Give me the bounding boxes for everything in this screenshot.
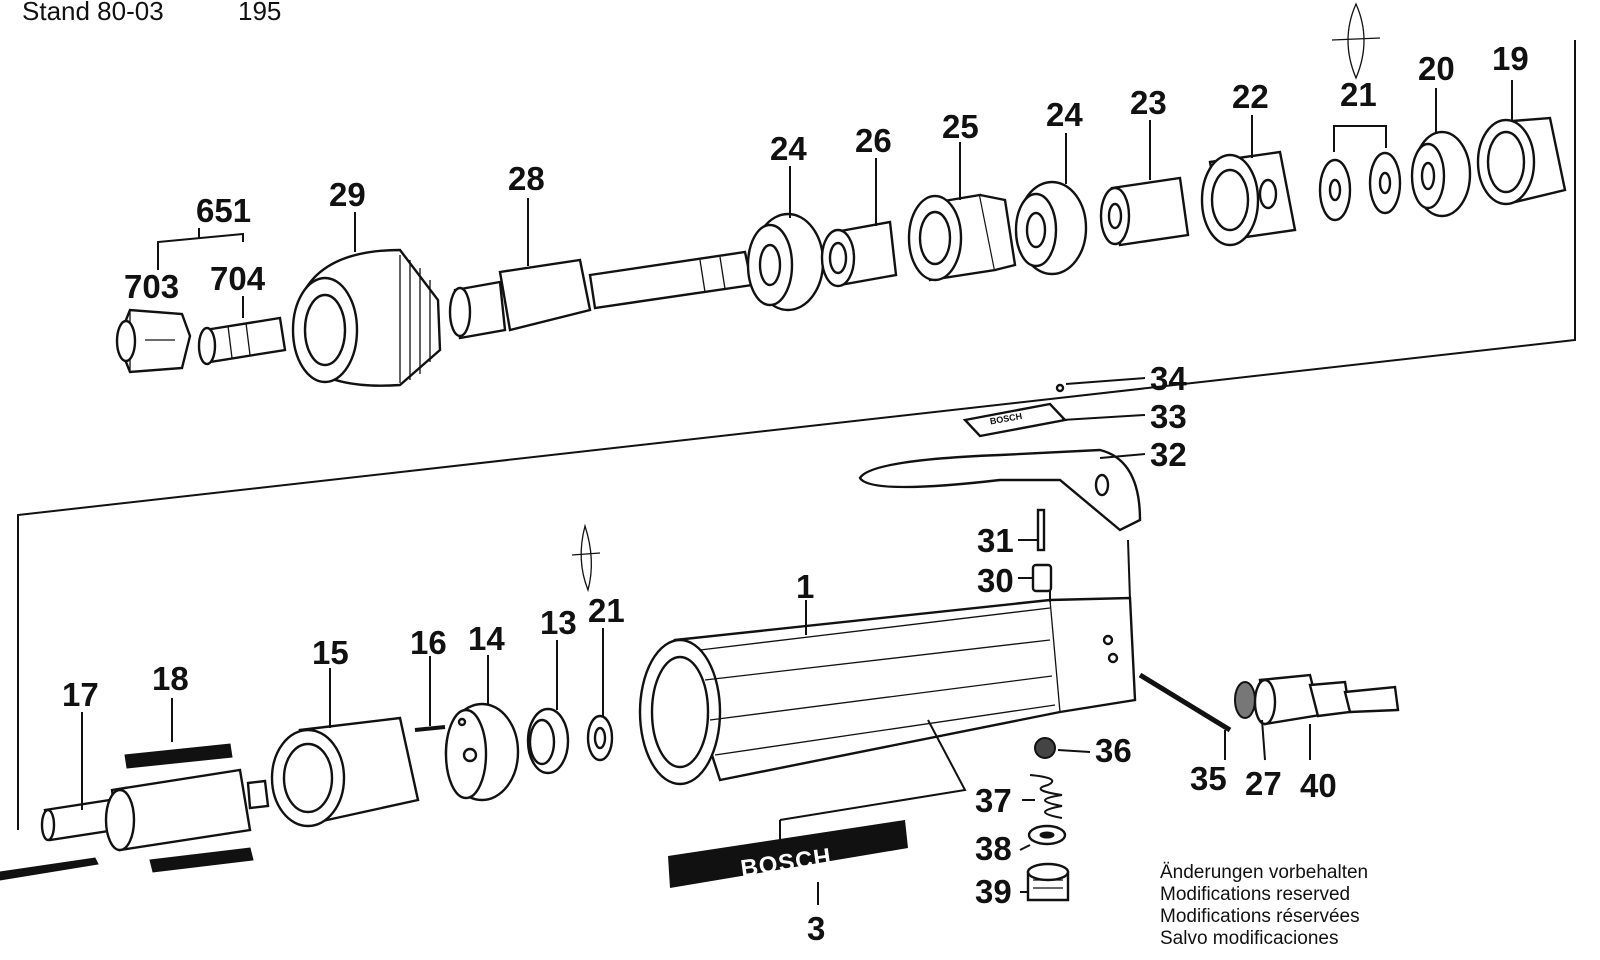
callout-24-right: 24 bbox=[1046, 96, 1083, 133]
callout-1: 1 bbox=[796, 568, 814, 605]
part-19-end-cap bbox=[1476, 116, 1567, 206]
callout-25: 25 bbox=[942, 108, 979, 145]
part-21-end-discs bbox=[1318, 151, 1402, 222]
leader-lines bbox=[81, 80, 1513, 905]
callout-numbers: 651 703 704 29 28 24 26 25 24 23 22 21 2… bbox=[62, 40, 1529, 947]
part-17-rotor-shaft bbox=[40, 768, 270, 852]
callout-36: 36 bbox=[1095, 732, 1132, 769]
part-33-small-nameplate: BOSCH bbox=[962, 402, 1068, 438]
part-24-ball-bearing-right bbox=[1014, 180, 1088, 276]
part-37-spring bbox=[1029, 774, 1063, 819]
part-32-bracket bbox=[858, 448, 1142, 532]
callout-16: 16 bbox=[410, 624, 447, 661]
part-18-rotor-blades bbox=[0, 743, 254, 881]
part-38-washer bbox=[1027, 824, 1067, 846]
part-1-housing bbox=[638, 596, 1137, 786]
callout-31: 31 bbox=[977, 522, 1014, 559]
part-34-screw bbox=[1055, 383, 1065, 393]
callout-30: 30 bbox=[977, 562, 1014, 599]
part-30-bushing bbox=[1031, 563, 1053, 593]
callout-29: 29 bbox=[329, 176, 366, 213]
callout-21-lower: 21 bbox=[588, 592, 625, 629]
callout-15: 15 bbox=[312, 634, 349, 671]
part-23-rotor bbox=[1099, 176, 1190, 247]
part-20-ball-bearing bbox=[1410, 130, 1472, 218]
part-15-cylinder-sleeve bbox=[270, 716, 420, 828]
callout-35: 35 bbox=[1190, 760, 1227, 797]
part-27-filter bbox=[1234, 681, 1256, 719]
note-german: Änderungen vorbehalten bbox=[1160, 862, 1369, 883]
callout-651: 651 bbox=[196, 192, 251, 229]
callout-34: 34 bbox=[1150, 360, 1187, 397]
callout-39: 39 bbox=[975, 873, 1012, 910]
part-36-ball bbox=[1034, 737, 1056, 759]
frame-outline bbox=[17, 40, 1576, 830]
stand-label: Stand 80-03 bbox=[22, 0, 164, 26]
callout-26: 26 bbox=[855, 122, 892, 159]
part-21-pin-symbol bbox=[1331, 2, 1381, 80]
part-22-cylinder bbox=[1200, 150, 1297, 247]
callout-33: 33 bbox=[1150, 398, 1187, 435]
part-703-hex-nut bbox=[115, 308, 192, 374]
callout-22: 22 bbox=[1232, 78, 1269, 115]
callout-19: 19 bbox=[1492, 40, 1529, 77]
part-40-hose-fitting bbox=[1253, 673, 1400, 726]
callout-32: 32 bbox=[1150, 436, 1187, 473]
part-35-rod bbox=[1138, 672, 1232, 733]
part-16-pin bbox=[414, 725, 446, 732]
page-number: 195 bbox=[238, 0, 282, 26]
note-french: Modifications réservées bbox=[1160, 906, 1360, 927]
part-24-ball-bearing-left bbox=[746, 212, 825, 312]
callout-27: 27 bbox=[1245, 765, 1282, 802]
callout-14: 14 bbox=[468, 620, 505, 657]
callout-3: 3 bbox=[807, 910, 825, 947]
part-25-flanged-bushing bbox=[907, 193, 1017, 282]
part-26-sleeve bbox=[820, 220, 898, 288]
note-spanish: Salvo modificaciones bbox=[1160, 928, 1339, 949]
callout-20: 20 bbox=[1418, 50, 1455, 87]
callout-38: 38 bbox=[975, 830, 1012, 867]
callout-17: 17 bbox=[62, 676, 99, 713]
callout-23: 23 bbox=[1130, 84, 1167, 121]
part-21-disc-lower bbox=[571, 523, 614, 762]
callout-18: 18 bbox=[152, 660, 189, 697]
callout-40: 40 bbox=[1300, 767, 1337, 804]
callout-704: 704 bbox=[210, 260, 266, 297]
part-28-spindle bbox=[448, 250, 754, 340]
part-29-knurled-nut bbox=[291, 248, 442, 387]
callout-37: 37 bbox=[975, 782, 1012, 819]
callout-24-left: 24 bbox=[770, 130, 807, 167]
part-704-collet bbox=[197, 316, 287, 366]
callout-13: 13 bbox=[540, 604, 577, 641]
part-3-nameplate: BOSCH bbox=[668, 820, 908, 888]
callout-21-upper: 21 bbox=[1340, 76, 1377, 113]
part-13-needle-bearing bbox=[526, 707, 570, 775]
callout-28: 28 bbox=[508, 160, 545, 197]
part-31-pin bbox=[1036, 508, 1046, 552]
part-14-end-plate bbox=[444, 702, 520, 802]
callout-703: 703 bbox=[124, 268, 179, 305]
note-english: Modifications reserved bbox=[1160, 884, 1351, 905]
part-39-plug bbox=[1026, 862, 1070, 902]
